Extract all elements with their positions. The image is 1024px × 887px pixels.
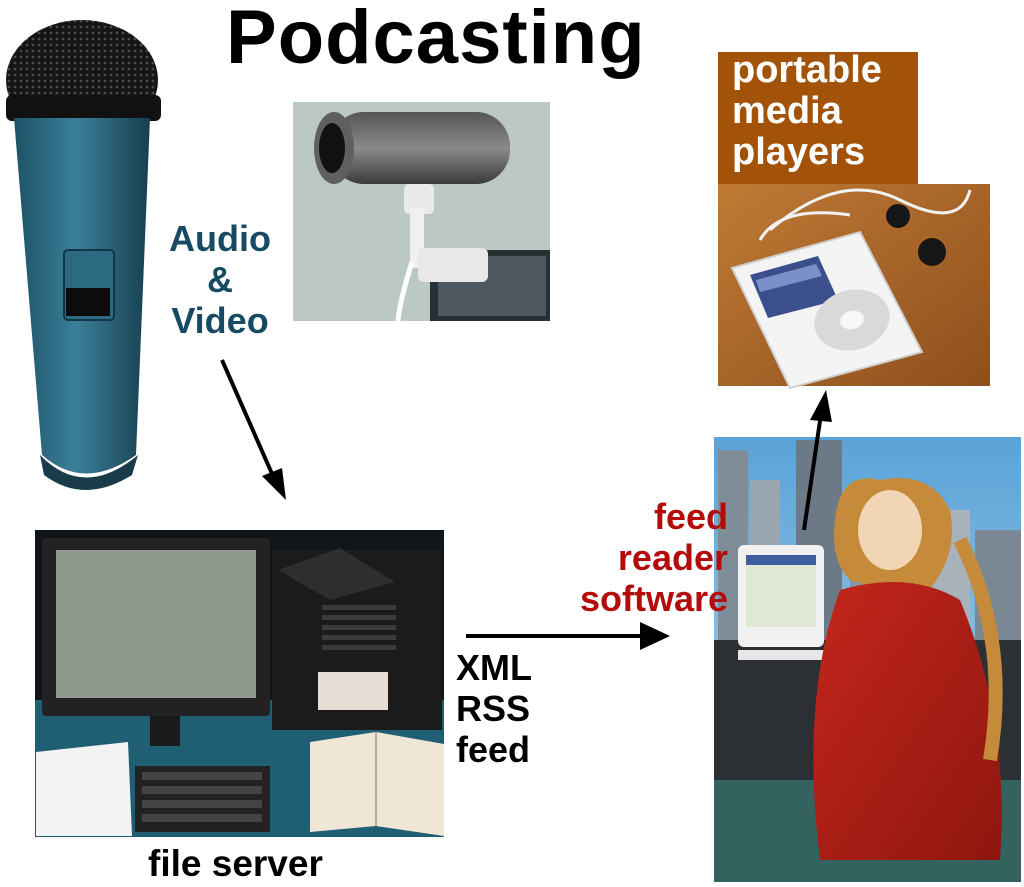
feed-reader-line: reader xyxy=(617,537,728,578)
xml-rss-feed-label: XML RSS feed xyxy=(456,647,532,770)
feed-reader-scene-image xyxy=(714,437,1021,882)
portable-media-players-label: portable media players xyxy=(732,50,882,173)
pmp-line: players xyxy=(732,131,866,173)
feed-reader-software-label: feed reader software xyxy=(540,496,728,619)
xml-rss-line: RSS xyxy=(456,688,531,729)
arrow-av-to-server xyxy=(220,359,275,477)
arrowhead-av-to-server xyxy=(262,468,286,500)
media-player-image xyxy=(718,184,990,390)
xml-rss-line: feed xyxy=(456,729,531,770)
pmp-line: media xyxy=(732,90,842,132)
audio-video-line: Video xyxy=(171,300,269,341)
arrow-reader-to-player xyxy=(802,413,823,531)
arrowhead-server-to-reader xyxy=(640,622,670,650)
audio-video-label: Audio & Video xyxy=(160,218,280,341)
arrowhead-reader-to-player xyxy=(810,390,832,422)
audio-video-line: Audio xyxy=(169,218,271,259)
arrows xyxy=(220,359,832,650)
feed-reader-line: software xyxy=(579,578,728,619)
xml-rss-line: XML xyxy=(456,647,532,688)
pmp-line: portable xyxy=(732,49,882,91)
feed-reader-line: feed xyxy=(653,496,728,537)
portable-media-players-box xyxy=(718,52,918,184)
webcam-image xyxy=(293,102,550,322)
microphone-image xyxy=(6,20,161,490)
audio-video-line: & xyxy=(207,259,233,300)
file-server-label: file server xyxy=(148,843,323,884)
page-title: Podcasting xyxy=(226,0,646,80)
computer-workstation-image xyxy=(35,530,444,837)
